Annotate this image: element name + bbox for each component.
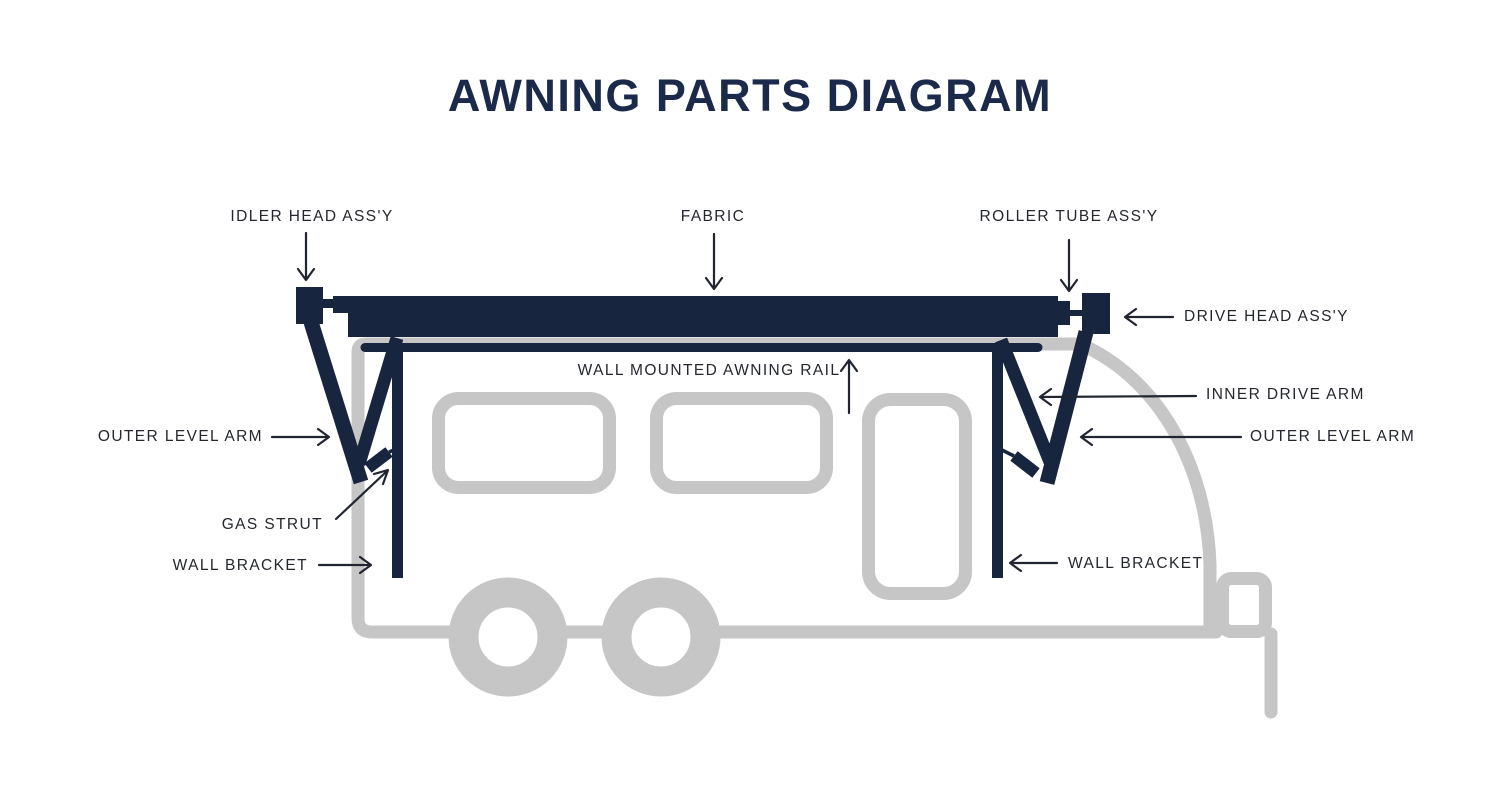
gas-strut-right-shape bbox=[1010, 451, 1040, 478]
label-roller-tube: ROLLER TUBE ASS'Y bbox=[979, 208, 1159, 225]
wall-bracket-right-arrow bbox=[1008, 553, 1059, 573]
idler-head-arrow bbox=[296, 231, 316, 282]
wheel-right bbox=[601, 577, 721, 697]
roller-tube-arrow bbox=[1059, 238, 1079, 293]
wheel-right-hub bbox=[631, 607, 691, 667]
awning-assembly bbox=[296, 287, 1110, 578]
label-gas-strut: GAS STRUT bbox=[221, 516, 323, 533]
roller-tube-right-cap bbox=[1058, 301, 1070, 325]
gas-strut-left-rod bbox=[388, 445, 402, 454]
gas-strut-left-shape bbox=[364, 447, 393, 473]
wall-bracket-right-shape bbox=[992, 344, 1003, 578]
inner-drive-arm-left-shape bbox=[352, 336, 404, 466]
label-outer-level-arm-left: OUTER LEVEL ARM bbox=[97, 428, 263, 445]
wall-bracket-left-arrow bbox=[317, 555, 373, 575]
trailer-front-curve bbox=[1073, 337, 1217, 633]
idler-head-shape bbox=[296, 287, 323, 324]
label-wall-bracket-left: WALL BRACKET bbox=[172, 557, 308, 574]
label-awning-rail: WALL MOUNTED AWNING RAIL bbox=[577, 362, 841, 379]
wheel-left bbox=[448, 577, 568, 697]
trailer-hitch-box bbox=[1216, 572, 1272, 638]
wheel-left-hub bbox=[478, 607, 538, 667]
drive-head-arrow bbox=[1123, 307, 1175, 327]
wall-bracket-left-shape bbox=[392, 344, 403, 578]
trailer-window-1 bbox=[432, 392, 616, 494]
gas-strut-arrow bbox=[334, 468, 390, 521]
outer-level-arm-left-arrow bbox=[270, 427, 331, 447]
label-drive-head: DRIVE HEAD ASS'Y bbox=[1184, 308, 1349, 325]
callout-arrows bbox=[270, 231, 1243, 575]
drive-head-shape bbox=[1082, 293, 1110, 334]
gas-strut-right-rod bbox=[1001, 448, 1015, 458]
label-outer-level-arm-right: OUTER LEVEL ARM bbox=[1250, 428, 1416, 445]
idler-head-connector bbox=[321, 299, 334, 308]
outer-level-arm-left-shape bbox=[303, 319, 369, 485]
label-fabric: FABRIC bbox=[680, 208, 746, 225]
awning-rail-arrow bbox=[839, 358, 859, 415]
inner-drive-arm-arrow bbox=[1038, 387, 1198, 407]
outer-level-arm-right-arrow bbox=[1079, 427, 1243, 447]
page-title: AWNING PARTS DIAGRAM bbox=[447, 70, 1053, 121]
label-wall-bracket-right: WALL BRACKET bbox=[1068, 555, 1204, 572]
inner-drive-arm-right-shape bbox=[994, 337, 1057, 465]
drive-head-connector bbox=[1070, 310, 1082, 316]
label-idler-head: IDLER HEAD ASS'Y bbox=[230, 208, 394, 225]
label-inner-drive-arm: INNER DRIVE ARM bbox=[1206, 386, 1365, 403]
roller-tube-left-step bbox=[333, 296, 349, 313]
trailer-window-2 bbox=[650, 392, 833, 494]
trailer-outline bbox=[351, 337, 1278, 719]
trailer-door bbox=[862, 393, 972, 600]
roller-tube-shape bbox=[348, 296, 1058, 337]
fabric-arrow bbox=[704, 232, 724, 291]
